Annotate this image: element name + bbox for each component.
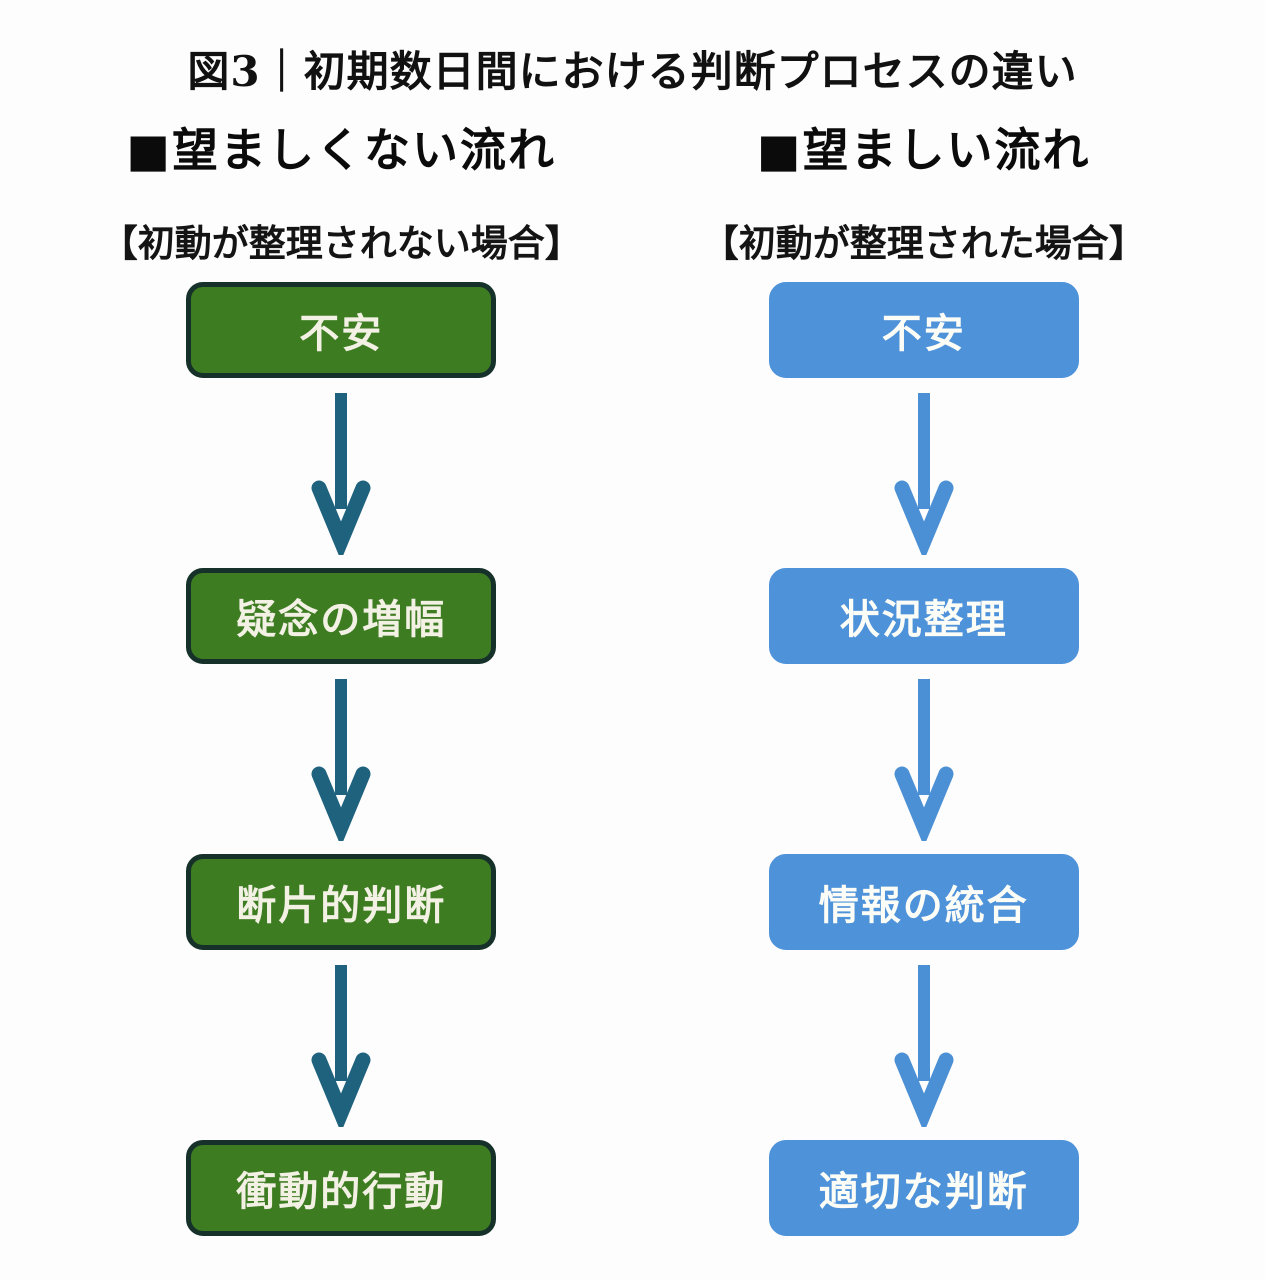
flow-step-box: 断片的判断 (186, 853, 497, 950)
down-arrow-icon (308, 677, 374, 841)
column-header-desirable: ■望ましい流れ (757, 122, 1091, 177)
diagram-title: 図3｜初期数日間における判断プロセスの違い (187, 47, 1078, 96)
flow-step-box: 衝動的行動 (186, 1139, 497, 1236)
flow-column-undesirable: ■望ましくない流れ 【初動が整理されない場合】 不安 疑念の増幅 (25, 121, 658, 1236)
flow-step-box: 不安 (186, 281, 497, 378)
flow-step-box: 状況整理 (768, 567, 1079, 664)
down-arrow-icon (891, 677, 957, 841)
down-arrow-icon (308, 391, 374, 555)
flow-step-box: 不安 (768, 281, 1079, 378)
down-arrow-icon (308, 963, 374, 1127)
flow-step-box: 適切な判断 (768, 1139, 1079, 1236)
flow-steps-undesirable: 不安 疑念の増幅 断片的判断 (186, 281, 497, 1236)
down-arrow-icon (891, 391, 957, 555)
flow-step-box: 情報の統合 (768, 853, 1079, 950)
flow-column-desirable: ■望ましい流れ 【初動が整理された場合】 不安 状況整理 情報 (608, 121, 1241, 1236)
column-subtitle-undesirable: 【初動が整理されない場合】 (100, 221, 582, 266)
flow-columns: ■望ましくない流れ 【初動が整理されない場合】 不安 疑念の増幅 (0, 121, 1265, 1236)
column-header-undesirable: ■望ましくない流れ (126, 122, 556, 177)
column-subtitle-desirable: 【初動が整理された場合】 (701, 221, 1146, 266)
flow-step-box: 疑念の増幅 (186, 567, 497, 664)
down-arrow-icon (891, 963, 957, 1127)
flow-steps-desirable: 不安 状況整理 情報の統合 (768, 281, 1079, 1236)
